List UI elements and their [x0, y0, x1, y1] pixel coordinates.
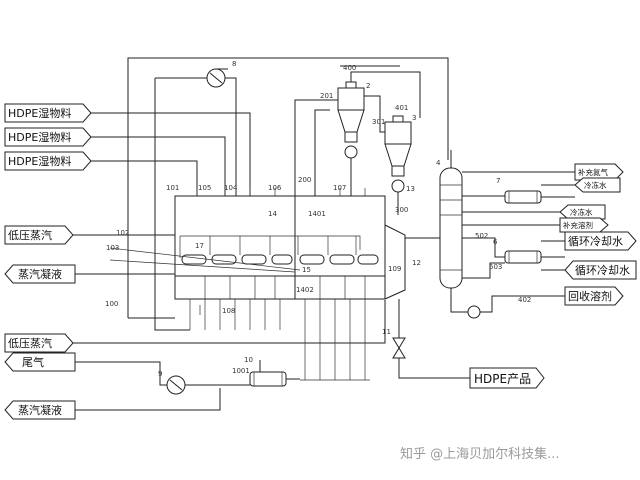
tag-cooling-water-supply: 循环冷却水 [564, 231, 637, 251]
cyclone-1 [337, 81, 365, 196]
callout: 401 [395, 104, 408, 112]
inlet-label: 低压蒸汽 [8, 228, 52, 242]
callout: 201 [320, 92, 333, 100]
gas-heater-10 [249, 360, 300, 387]
callout: 2 [366, 82, 370, 90]
scrubber-column [405, 150, 468, 313]
tag-label: 循环冷却水 [568, 235, 623, 248]
tag-chilled-water-2: 冷冻水 [559, 204, 606, 220]
outlet-steam-condensate-1: 蒸汽凝液 [4, 264, 76, 284]
right-side-lines [462, 171, 575, 271]
callout: 9 [158, 370, 162, 378]
callout: 7 [496, 177, 500, 185]
callout: 13 [406, 185, 415, 193]
callout: 402 [518, 296, 531, 304]
callout: 14 [268, 210, 277, 218]
inlet-label: HDPE湿物料 [8, 130, 71, 144]
callout: 105 [198, 184, 211, 192]
callout: 200 [298, 176, 311, 184]
inlet-label: 尾气 [22, 355, 44, 369]
callout: 10 [244, 356, 253, 364]
recycle-gas-loop [127, 57, 449, 331]
callout: 109 [388, 265, 401, 273]
callout: 8 [232, 60, 236, 68]
outlet-tail-gas: 尾气 [4, 352, 76, 372]
callout: 17 [195, 242, 204, 250]
tag-label: 补充氮气 [578, 167, 608, 177]
callout: 102 [116, 229, 129, 237]
inlet-label: HDPE湿物料 [8, 154, 71, 168]
tag-label: 冷冻水 [570, 207, 593, 217]
callout-numbers: 14 1401 15 1402 17 108 109 10 1001 9 11 … [105, 60, 531, 378]
tag-label: 冷冻水 [584, 180, 607, 190]
inlet-low-pressure-steam-2: 低压蒸汽 [4, 333, 74, 353]
callout: 1401 [308, 210, 326, 218]
callout: 100 [105, 300, 118, 308]
inlet-hdpe-wet-2: HDPE湿物料 [4, 127, 92, 147]
cyclone-2 [384, 115, 412, 215]
callout: 301 [372, 118, 385, 126]
inlet-label: 蒸汽凝液 [18, 403, 62, 417]
watermark: 知乎 @上海贝加尔科技集... [400, 446, 560, 462]
tag-cooling-water-return: 循环冷却水 [564, 260, 637, 280]
callout: 400 [343, 64, 356, 72]
tag-label: 补充溶剂 [563, 220, 593, 230]
scrubber-pump [467, 295, 575, 319]
inlet-feed-lines [73, 112, 386, 411]
inlet-hdpe-wet-1: HDPE湿物料 [4, 103, 92, 123]
tag-recovered-solvent: 回收溶剂 [564, 286, 624, 306]
callout: 503 [489, 263, 502, 271]
callout: 103 [106, 244, 119, 252]
callout: 502 [475, 232, 488, 240]
fluidizing-gas-inlets [189, 299, 370, 381]
callout: 6 [493, 238, 498, 246]
callout: 106 [268, 184, 282, 192]
product-label: HDPE产品 [474, 372, 531, 386]
callout: 101 [166, 184, 179, 192]
callout: 11 [382, 328, 391, 336]
inlet-hdpe-wet-3: HDPE湿物料 [4, 151, 92, 171]
callout: 1402 [296, 286, 314, 294]
condenser-7 [462, 184, 575, 204]
tag-makeup-nitrogen: 补充氮气 [574, 163, 624, 181]
inlet-low-pressure-steam-1: 低压蒸汽 [4, 225, 74, 245]
inlet-label: HDPE湿物料 [8, 106, 71, 120]
callout: 1001 [232, 367, 250, 375]
outlet-hdpe-product: HDPE产品 [469, 367, 545, 389]
cooler-6 [462, 237, 565, 279]
outlet-steam-condensate-2: 蒸汽凝液 [4, 400, 76, 420]
callout: 15 [302, 266, 311, 274]
tag-chilled-water-1: 冷冻水 [574, 177, 621, 193]
callout: 3 [412, 114, 416, 122]
blower-9 [166, 375, 250, 395]
rotary-valve-11 [392, 299, 470, 379]
circulation-blower [206, 68, 228, 88]
tag-label: 循环冷却水 [575, 264, 630, 277]
tag-label: 回收溶剂 [568, 289, 612, 303]
callout: 4 [436, 159, 441, 167]
inlet-label: 低压蒸汽 [8, 336, 52, 350]
callout: 104 [224, 184, 238, 192]
callout: 107 [333, 184, 346, 192]
callout: 300 [395, 206, 408, 214]
fluid-bed-dryer [174, 188, 406, 300]
callout: 12 [412, 259, 421, 267]
heating-coils [109, 235, 379, 273]
callout: 108 [222, 307, 235, 315]
cyclone-piping [294, 71, 421, 196]
inlet-label: 蒸汽凝液 [18, 267, 62, 281]
tag-makeup-solvent: 补充溶剂 [559, 217, 609, 233]
